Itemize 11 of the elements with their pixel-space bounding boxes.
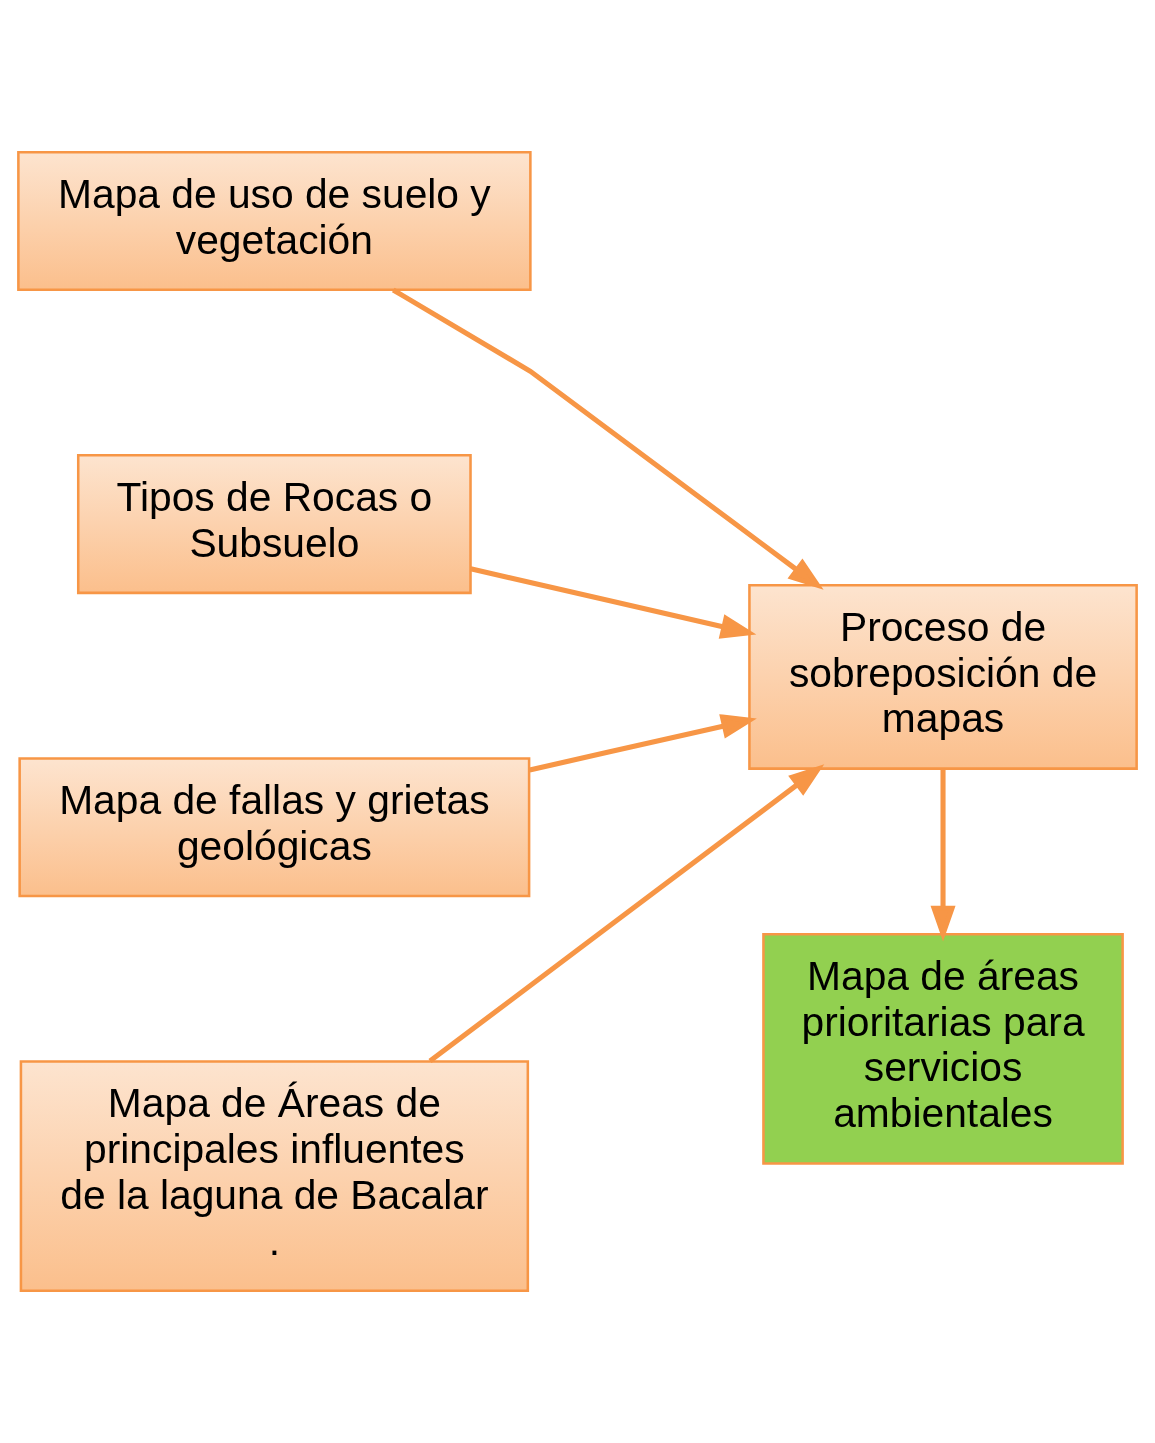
arrow [470,566,757,639]
arrow [428,764,825,1064]
node-box: Tipos de Rocas o Subsuelo [76,454,472,595]
node-box: Mapa de fallas y grietas geológicas [18,757,531,898]
node-box: Proceso de sobreposición de mapas [748,583,1138,770]
node-box: Mapa de áreas prioritarias para servicios ambientales [762,932,1124,1165]
node-box: Mapa de uso de suelo y vegetación [17,150,532,291]
node-box: Mapa de Áreas de principales influentes de la laguna de Bacalar . [19,1060,530,1293]
arrow [529,714,757,773]
arrow [930,768,956,942]
arrow [391,287,824,590]
